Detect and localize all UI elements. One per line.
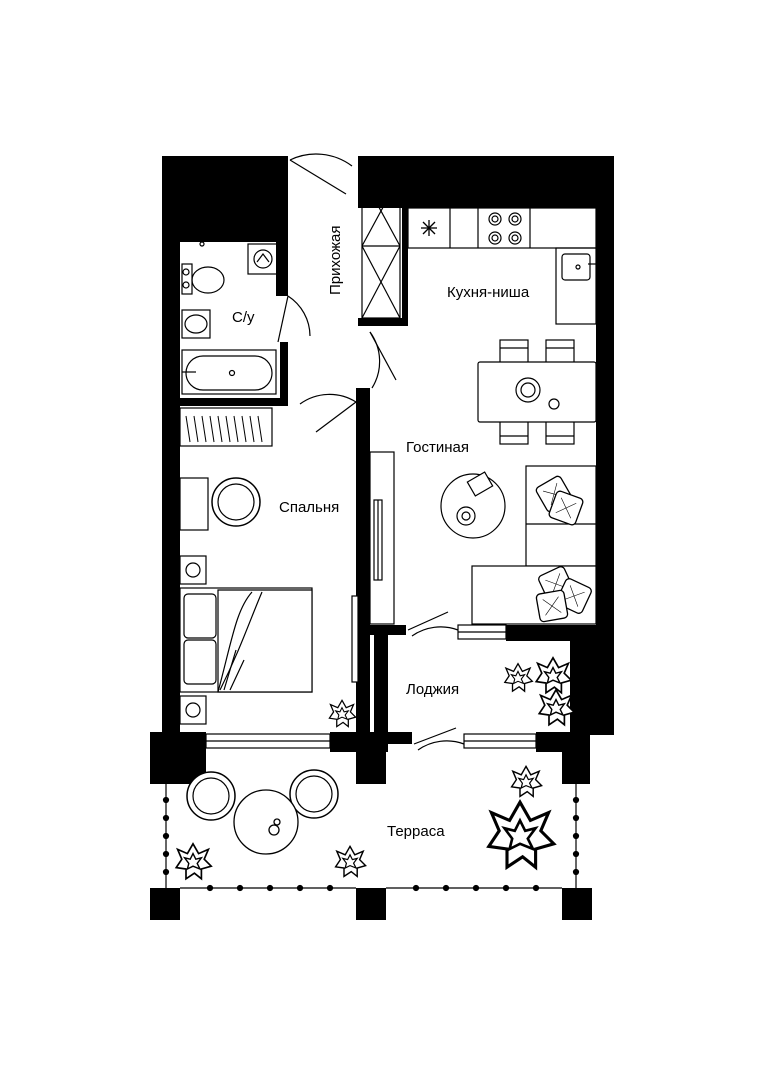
snowflake-icon [421, 220, 437, 236]
kitchen-fixtures [407, 207, 597, 325]
bedroom-furniture [179, 407, 359, 725]
room-label-kitchen: Кухня-ниша [447, 284, 530, 301]
loggia-plants [504, 656, 576, 726]
sofa [471, 465, 597, 625]
hallway-wardrobe [361, 175, 401, 319]
coffee-table [440, 471, 506, 539]
terrace-furniture [186, 769, 339, 855]
walls [150, 156, 614, 920]
room-label-bathroom: С/у [232, 309, 255, 326]
dining-set [477, 339, 597, 445]
doors [277, 153, 465, 751]
terrace-railing [162, 784, 580, 892]
room-label-hallway: Прихожая [327, 225, 344, 295]
windows [205, 624, 537, 749]
room-label-bedroom: Спальня [279, 499, 339, 516]
bathroom-fixtures [181, 241, 279, 395]
tv-cabinet [369, 451, 395, 625]
room-label-terrace: Терраса [387, 823, 445, 840]
plant-star-icon [328, 699, 357, 728]
room-label-living: Гостиная [406, 439, 469, 456]
room-label-loggia: Лоджия [406, 681, 459, 698]
